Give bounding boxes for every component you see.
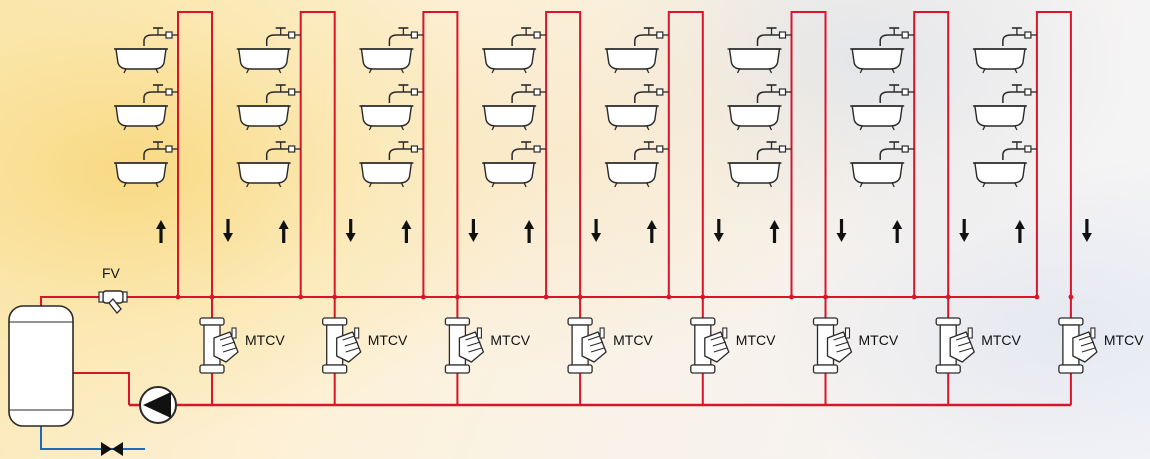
bathtub-with-faucet-icon xyxy=(850,27,915,74)
bathtub-with-faucet-icon xyxy=(727,84,792,131)
riser-loop-4 xyxy=(545,11,582,297)
junction-dot xyxy=(789,294,794,300)
mtcv-valve-icon xyxy=(1058,317,1098,374)
mtcv-valve-icon xyxy=(199,317,239,374)
bathtub-with-faucet-icon xyxy=(236,84,301,131)
mtcv-label: MTCV xyxy=(1104,332,1144,348)
mtcv-valve-icon xyxy=(935,317,975,374)
equipment-layer xyxy=(8,290,177,456)
fixtures-layer xyxy=(114,27,1037,188)
arrow-down-icon xyxy=(591,219,602,242)
strainer-filter-icon xyxy=(98,290,128,314)
bathtub-with-faucet-icon xyxy=(604,27,669,74)
arrow-down-icon xyxy=(713,219,724,242)
junction-dot xyxy=(700,294,706,300)
mtcv-label: MTCV xyxy=(981,332,1021,348)
bathtub-with-faucet-icon xyxy=(850,84,915,131)
arrow-down-icon xyxy=(1081,219,1092,242)
bathtub-with-faucet-icon xyxy=(359,84,424,131)
bathtub-with-faucet-icon xyxy=(972,27,1037,74)
junction-dot xyxy=(911,294,917,300)
arrow-down-icon xyxy=(468,219,479,242)
junction-dot xyxy=(209,294,215,300)
bathtub-with-faucet-icon xyxy=(482,27,547,74)
junction-dot xyxy=(175,294,181,300)
mtcv-label: MTCV xyxy=(490,332,530,348)
mtcv-label: MTCV xyxy=(859,332,899,348)
riser-loop-1 xyxy=(177,11,213,297)
riser-loop-5 xyxy=(667,11,704,297)
arrow-up-icon xyxy=(892,220,903,243)
bathtub-with-faucet-icon xyxy=(482,141,547,188)
bathtub-with-faucet-icon xyxy=(114,84,178,131)
mtcv-label: MTCV xyxy=(245,332,285,348)
arrow-up-icon xyxy=(524,220,535,243)
supply-header xyxy=(40,296,1037,306)
bathtub-with-faucet-icon xyxy=(114,141,178,188)
return-to-tank xyxy=(73,372,130,405)
junction-dot xyxy=(455,294,460,300)
arrow-up-icon xyxy=(401,220,412,243)
gate-valve-icon xyxy=(101,442,123,456)
bathtub-with-faucet-icon xyxy=(482,84,547,131)
junction-dot xyxy=(945,294,951,300)
storage-tank-icon xyxy=(8,305,74,427)
bathtub-with-faucet-icon xyxy=(359,141,424,188)
mtcv-label: MTCV xyxy=(736,332,776,348)
mtcv-valve-icon xyxy=(567,317,607,374)
arrow-down-icon xyxy=(345,219,356,242)
bathtub-with-faucet-icon xyxy=(727,141,792,188)
arrow-up-icon xyxy=(769,220,780,243)
arrow-down-icon xyxy=(959,219,970,242)
pump-icon xyxy=(139,386,177,424)
mtcv-label: MTCV xyxy=(613,332,653,348)
junction-dot xyxy=(298,294,304,300)
bathtub-with-faucet-icon xyxy=(236,27,301,74)
mtcv-valve-icon xyxy=(322,317,362,374)
bathtub-with-faucet-icon xyxy=(972,141,1037,188)
mtcv-label: MTCV xyxy=(368,332,408,348)
bathtub-with-faucet-icon xyxy=(850,141,915,188)
mtcv-valve-icon xyxy=(690,317,730,374)
valves-layer xyxy=(199,317,1098,374)
arrow-up-icon xyxy=(1014,220,1025,243)
junction-dot xyxy=(421,294,426,300)
riser-loop-6 xyxy=(790,11,827,297)
bathtub-with-faucet-icon xyxy=(972,84,1037,131)
arrow-up-icon xyxy=(156,220,166,243)
junction-dot xyxy=(577,294,583,300)
riser-loop-2 xyxy=(299,11,336,297)
cold-inlet-pipe xyxy=(40,426,145,450)
arrow-up-icon xyxy=(278,220,289,243)
junction-dot xyxy=(823,294,828,300)
junction-dot xyxy=(1068,294,1074,300)
riser-loop-8 xyxy=(1035,11,1072,297)
arrow-down-icon xyxy=(836,219,847,242)
pipe-network xyxy=(40,11,1074,450)
bathtub-with-faucet-icon xyxy=(236,141,301,188)
flow-arrows-layer xyxy=(156,219,1092,243)
bathtub-with-faucet-icon xyxy=(114,27,178,74)
arrow-down-icon xyxy=(223,219,233,242)
junction-dot xyxy=(543,294,549,300)
junction-dot xyxy=(666,294,672,300)
mtcv-valve-icon xyxy=(444,317,485,374)
arrow-up-icon xyxy=(646,220,657,243)
junction-dot xyxy=(332,294,338,300)
riser-loop-7 xyxy=(913,11,950,297)
riser-loop-3 xyxy=(422,11,459,297)
bathtub-with-faucet-icon xyxy=(604,84,669,131)
bathtub-with-faucet-icon xyxy=(359,27,424,74)
filter-label: FV xyxy=(102,265,121,281)
junction-dot xyxy=(1034,294,1040,300)
bathtub-with-faucet-icon xyxy=(604,141,669,188)
bathtub-with-faucet-icon xyxy=(727,27,792,74)
mtcv-valve-icon xyxy=(812,317,853,374)
labels-layer: FV MTCV MTCV MTCV MTCV MTCV MTCV MTCV MTCV xyxy=(102,265,1144,348)
